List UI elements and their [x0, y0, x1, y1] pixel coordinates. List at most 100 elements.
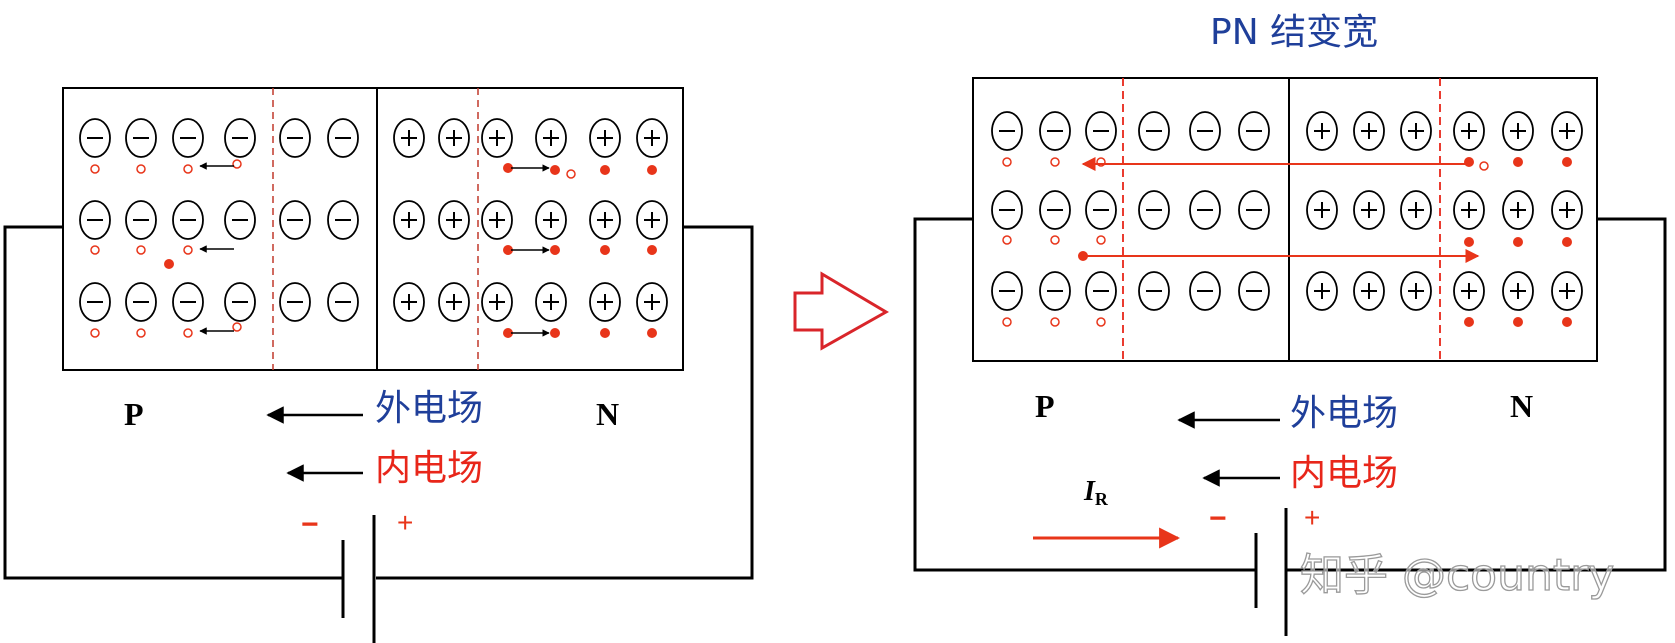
hole-icon — [90, 164, 100, 174]
hole-icon — [1096, 235, 1106, 245]
plus-ion-icon — [1502, 190, 1534, 230]
plus-ion-icon — [393, 282, 425, 322]
plus-ion-icon — [589, 200, 621, 240]
plus-ion-icon — [636, 282, 668, 322]
plus-ion-icon — [1551, 271, 1583, 311]
electron-icon — [1513, 237, 1523, 247]
right-battery-minus: − — [1209, 502, 1227, 535]
minus-ion-icon — [1238, 190, 1270, 230]
plus-ion-icon — [393, 200, 425, 240]
plus-ion-icon — [481, 282, 513, 322]
minus-ion-icon — [79, 282, 111, 322]
minus-ion-icon — [79, 200, 111, 240]
minus-ion-icon — [1138, 111, 1170, 151]
electron-icon — [550, 165, 560, 175]
plus-ion-icon — [1306, 111, 1338, 151]
plus-ion-icon — [1551, 190, 1583, 230]
minus-ion-icon — [991, 111, 1023, 151]
left-battery-plus: + — [397, 507, 413, 538]
hole-icon — [1096, 317, 1106, 327]
plus-ion-icon — [1453, 190, 1485, 230]
plus-ion-icon — [1400, 111, 1432, 151]
right-internal-field-label: 内电场 — [1290, 453, 1398, 494]
plus-ion-icon — [589, 282, 621, 322]
minus-ion-icon — [1189, 271, 1221, 311]
hole-icon — [90, 245, 100, 255]
electron-icon — [503, 245, 513, 255]
left-internal-field-label: 内电场 — [375, 448, 483, 489]
right-carriers — [1002, 157, 1572, 327]
plus-ion-icon — [438, 200, 470, 240]
hole-icon — [232, 322, 242, 332]
electron-icon — [1562, 237, 1572, 247]
hole-icon — [90, 328, 100, 338]
hole-icon — [136, 328, 146, 338]
hole-icon — [1479, 161, 1489, 171]
minus-ion-icon — [1238, 271, 1270, 311]
left-external-field-label: 外电场 — [375, 388, 483, 429]
electron-icon — [600, 245, 610, 255]
hole-icon — [1050, 157, 1060, 167]
left-battery-minus: − — [301, 508, 319, 541]
electron-icon — [1513, 317, 1523, 327]
minus-ion-icon — [224, 200, 256, 240]
plus-ion-icon — [535, 282, 567, 322]
minus-ion-icon — [1189, 111, 1221, 151]
minus-ion-icon — [1039, 111, 1071, 151]
plus-ion-icon — [1453, 271, 1485, 311]
minus-ion-icon — [327, 200, 359, 240]
right-battery-plus: + — [1304, 502, 1320, 533]
minus-ion-icon — [172, 282, 204, 322]
electron-icon — [1562, 317, 1572, 327]
current-label-sub: R — [1095, 489, 1109, 509]
electron-icon — [647, 165, 657, 175]
hole-icon — [183, 245, 193, 255]
electron-icon — [503, 328, 513, 338]
plus-ion-icon — [636, 118, 668, 158]
minus-ion-icon — [125, 282, 157, 322]
minus-ion-icon — [79, 118, 111, 158]
left-panel: P N 外电场 内电场 − + — [3, 87, 754, 643]
right-semiconductor-block — [972, 77, 1598, 362]
minus-ion-icon — [1238, 111, 1270, 151]
electron-icon — [647, 245, 657, 255]
electron-icon — [503, 163, 513, 173]
right-circuit-wire-right — [1286, 217, 1667, 572]
electron-icon — [164, 259, 174, 269]
minus-ion-icon — [279, 200, 311, 240]
electron-icon — [1562, 157, 1572, 167]
left-carriers — [90, 159, 657, 338]
electron-icon — [647, 328, 657, 338]
electron-icon — [1464, 317, 1474, 327]
minus-ion-icon — [224, 282, 256, 322]
hole-icon — [183, 328, 193, 338]
right-external-field-label: 外电场 — [1290, 393, 1398, 434]
plus-ion-icon — [535, 200, 567, 240]
plus-ion-icon — [438, 118, 470, 158]
plus-ion-icon — [1453, 111, 1485, 151]
left-n-label: N — [596, 396, 619, 432]
plus-ion-icon — [1551, 111, 1583, 151]
minus-ion-icon — [1085, 190, 1117, 230]
electron-icon — [600, 165, 610, 175]
minus-ion-icon — [279, 118, 311, 158]
hole-icon — [183, 164, 193, 174]
left-ions — [79, 118, 668, 322]
electron-icon — [550, 245, 560, 255]
transition-arrow-icon — [793, 271, 889, 351]
left-semiconductor-block — [62, 87, 684, 371]
plus-ion-icon — [393, 118, 425, 158]
hole-icon — [1050, 235, 1060, 245]
minus-ion-icon — [224, 118, 256, 158]
plus-ion-icon — [535, 118, 567, 158]
hole-icon — [136, 245, 146, 255]
minus-ion-icon — [1138, 271, 1170, 311]
electron-icon — [600, 328, 610, 338]
left-circuit-wire-right — [376, 225, 754, 580]
electron-icon — [1464, 157, 1474, 167]
plus-ion-icon — [1306, 271, 1338, 311]
minus-ion-icon — [1039, 271, 1071, 311]
hole-icon — [1002, 235, 1012, 245]
right-title: PN 结变宽 — [1210, 12, 1378, 53]
